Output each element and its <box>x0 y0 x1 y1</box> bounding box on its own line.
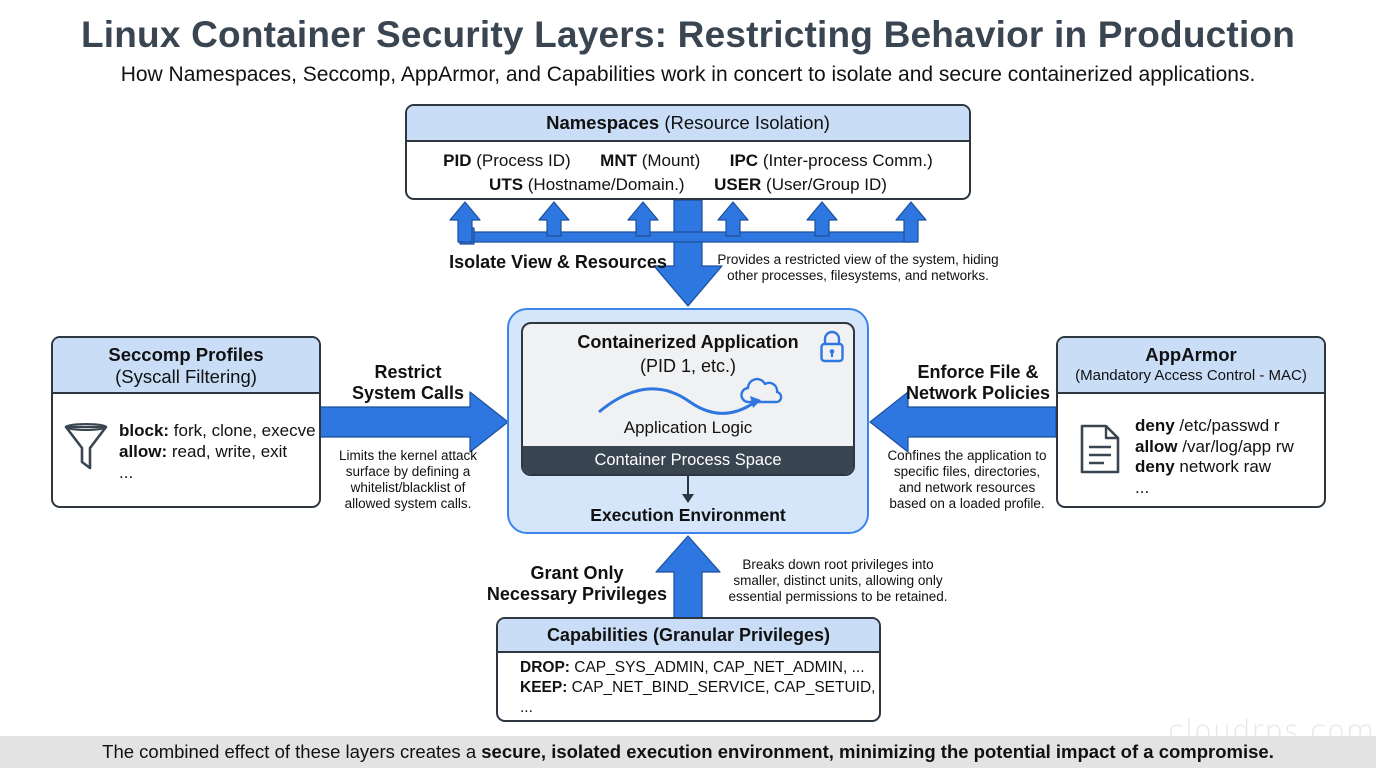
namespaces-box: Namespaces (Resource Isolation) PID (Pro… <box>405 104 971 200</box>
seccomp-line-block: block: fork, clone, execve <box>119 421 316 440</box>
ns-desc-mnt: (Mount) <box>636 151 701 170</box>
capabilities-drop-line: DROP: CAP_SYS_ADMIN, CAP_NET_ADMIN, ... <box>520 659 865 676</box>
ns-branch-arrow-1 <box>449 201 481 243</box>
apparmor-heading-sub: (Mandatory Access Control - MAC) <box>1075 367 1307 384</box>
capabilities-ellipsis: ... <box>520 718 879 720</box>
namespaces-heading-sub: (Resource Isolation) <box>659 112 830 133</box>
seccomp-arrow-label-2: System Calls <box>351 383 465 403</box>
capabilities-note-3: essential permissions to be retained. <box>728 589 948 604</box>
container-title: Containerized Application <box>577 332 799 352</box>
cloud-icon <box>739 376 783 411</box>
namespaces-arrow-label: Isolate View & Resources <box>449 252 667 272</box>
ns-key-uts: UTS <box>489 175 524 194</box>
ns-desc-user: (User/Group ID) <box>761 175 887 194</box>
apparmor-note-4: based on a loaded profile. <box>889 496 1045 511</box>
seccomp-heading-sub: (Syscall Filtering) <box>115 366 257 387</box>
apparmor-heading: AppArmor <box>1145 344 1237 365</box>
namespaces-note-1: Provides a restricted view of the system… <box>717 252 999 267</box>
capabilities-arrow <box>655 535 721 619</box>
ns-branch-arrow-6 <box>895 201 927 243</box>
container-app-panel: Containerized Application (PID 1, etc.) … <box>521 322 855 476</box>
footer-banner: The combined effect of these layers crea… <box>0 736 1376 768</box>
ns-branch-arrow-3 <box>627 201 659 237</box>
seccomp-note-1: Limits the kernel attack <box>338 448 478 463</box>
seccomp-note-2: surface by defining a <box>345 464 471 479</box>
application-logic-label: Application Logic <box>623 418 753 437</box>
footer-prefix: The combined effect of these layers crea… <box>102 741 482 762</box>
funnel-icon <box>63 422 109 479</box>
container-subtitle: (PID 1, etc.) <box>639 356 737 376</box>
ns-branch-arrow-2 <box>538 201 570 237</box>
footer-bold: secure, isolated execution environment, … <box>481 741 1274 762</box>
seccomp-line-allow: allow: read, write, exit <box>119 442 288 461</box>
execution-environment-label: Execution Environment <box>590 505 786 525</box>
ns-branch-arrow-5 <box>806 201 838 237</box>
apparmor-note-3: and network resources <box>898 480 1036 495</box>
capabilities-heading: Capabilities (Granular Privileges) <box>498 619 879 653</box>
capabilities-arrow-label-1: Grant Only <box>530 563 624 583</box>
capabilities-note-1: Breaks down root privileges into <box>742 557 934 572</box>
namespaces-heading: Namespaces <box>546 112 660 133</box>
ns-key-ipc: IPC <box>729 151 759 170</box>
ns-desc-ipc: (Inter-process Comm.) <box>758 151 933 170</box>
document-icon <box>1078 422 1122 481</box>
capabilities-keep-line: KEEP: CAP_NET_BIND_SERVICE, CAP_SETUID, … <box>520 679 876 716</box>
ns-key-mnt: MNT <box>600 151 637 170</box>
apparmor-note-2: specific files, directories, <box>893 464 1041 479</box>
seccomp-note-3: whitelist/blacklist of <box>350 480 466 495</box>
apparmor-box: AppArmor (Mandatory Access Control - MAC… <box>1056 336 1326 508</box>
apparmor-arrow <box>869 391 1057 453</box>
apparmor-arrow-label-1: Enforce File & <box>917 362 1039 382</box>
padlock-icon <box>819 330 845 369</box>
apparmor-ellipsis: ... <box>1135 477 1150 497</box>
ns-branch-arrow-4 <box>717 201 749 237</box>
namespaces-row-1: PID (Process ID) MNT (Mount) IPC (Inter-… <box>407 149 969 173</box>
diagram-title: Linux Container Security Layers: Restric… <box>80 14 1296 55</box>
seccomp-arrow-label-1: Restrict <box>374 362 442 382</box>
ns-desc-uts: (Hostname/Domain.) <box>523 175 685 194</box>
namespaces-row-2: UTS (Hostname/Domain.) USER (User/Group … <box>407 173 969 197</box>
apparmor-line-1: deny /etc/passwd r <box>1135 416 1280 435</box>
apparmor-line-3: deny network raw <box>1135 457 1272 476</box>
capabilities-arrow-label-2: Necessary Privileges <box>486 584 668 604</box>
apparmor-arrow-label-2: Network Policies <box>905 383 1051 403</box>
seccomp-note-4: allowed system calls. <box>344 496 472 511</box>
seccomp-heading: Seccomp Profiles <box>108 344 264 365</box>
ns-desc-pid: (Process ID) <box>471 151 571 170</box>
namespaces-main-arrow <box>653 199 723 307</box>
diagram-subtitle: How Namespaces, Seccomp, AppArmor, and C… <box>120 63 1256 86</box>
seccomp-ellipsis: ... <box>119 463 134 482</box>
ns-key-pid: PID <box>443 151 472 170</box>
capabilities-box: Capabilities (Granular Privileges) DROP:… <box>496 617 881 722</box>
namespaces-branch-bar <box>465 231 911 243</box>
ns-key-user: USER <box>714 175 762 194</box>
seccomp-box: Seccomp Profiles (Syscall Filtering) blo… <box>51 336 321 508</box>
process-down-arrow <box>682 476 694 503</box>
seccomp-arrow <box>319 391 509 453</box>
capabilities-note-2: smaller, distinct units, allowing only <box>733 573 943 588</box>
apparmor-note-1: Confines the application to <box>887 448 1047 463</box>
namespaces-note-2: other processes, filesystems, and networ… <box>727 268 989 283</box>
apparmor-line-2: allow /var/log/app rw <box>1135 436 1294 456</box>
process-space-bar: Container Process Space <box>523 446 853 474</box>
